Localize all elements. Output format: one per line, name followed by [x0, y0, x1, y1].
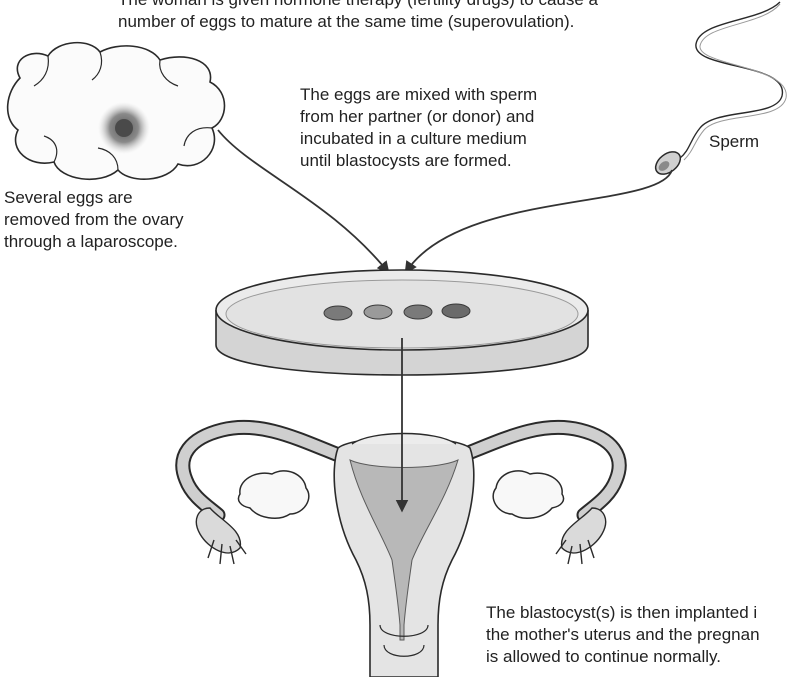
mixing-caption: The eggs are mixed with sperm from her p… — [300, 84, 537, 172]
egg-retrieval-caption: Several eggs are removed from the ovary … — [4, 187, 184, 253]
implantation-caption: The blastocyst(s) is then implanted i th… — [486, 602, 760, 668]
egg-retrieval-caption-line-1: Several eggs are — [4, 187, 184, 209]
sperm-label: Sperm — [709, 131, 759, 153]
mixing-caption-line-2: from her partner (or donor) and — [300, 106, 537, 128]
embryo-2 — [364, 305, 392, 319]
embryo-3 — [404, 305, 432, 319]
mixing-caption-line-4: until blastocysts are formed. — [300, 150, 537, 172]
hormone-therapy-caption-line-2: number of eggs to mature at the same tim… — [118, 11, 598, 33]
ovary-icon — [8, 43, 225, 180]
implantation-caption-line-3: is allowed to continue normally. — [486, 646, 760, 668]
left-ovary — [238, 471, 308, 518]
implantation-caption-line-2: the mother's uterus and the pregnan — [486, 624, 760, 646]
embryo-1 — [324, 306, 352, 320]
egg-retrieval-caption-line-3: through a laparoscope. — [4, 231, 184, 253]
hormone-therapy-caption: The woman is given hormone therapy (fert… — [118, 0, 598, 33]
egg-retrieval-caption-line-2: removed from the ovary — [4, 209, 184, 231]
right-ovary — [493, 471, 563, 518]
sperm-to-dish-arrow — [406, 170, 672, 272]
mixing-caption-line-3: incubated in a culture medium — [300, 128, 537, 150]
hormone-therapy-caption-line-1: The woman is given hormone therapy (fert… — [118, 0, 598, 11]
mixing-caption-line-1: The eggs are mixed with sperm — [300, 84, 537, 106]
embryo-4 — [442, 304, 470, 318]
implantation-caption-line-1: The blastocyst(s) is then implanted i — [486, 602, 760, 624]
